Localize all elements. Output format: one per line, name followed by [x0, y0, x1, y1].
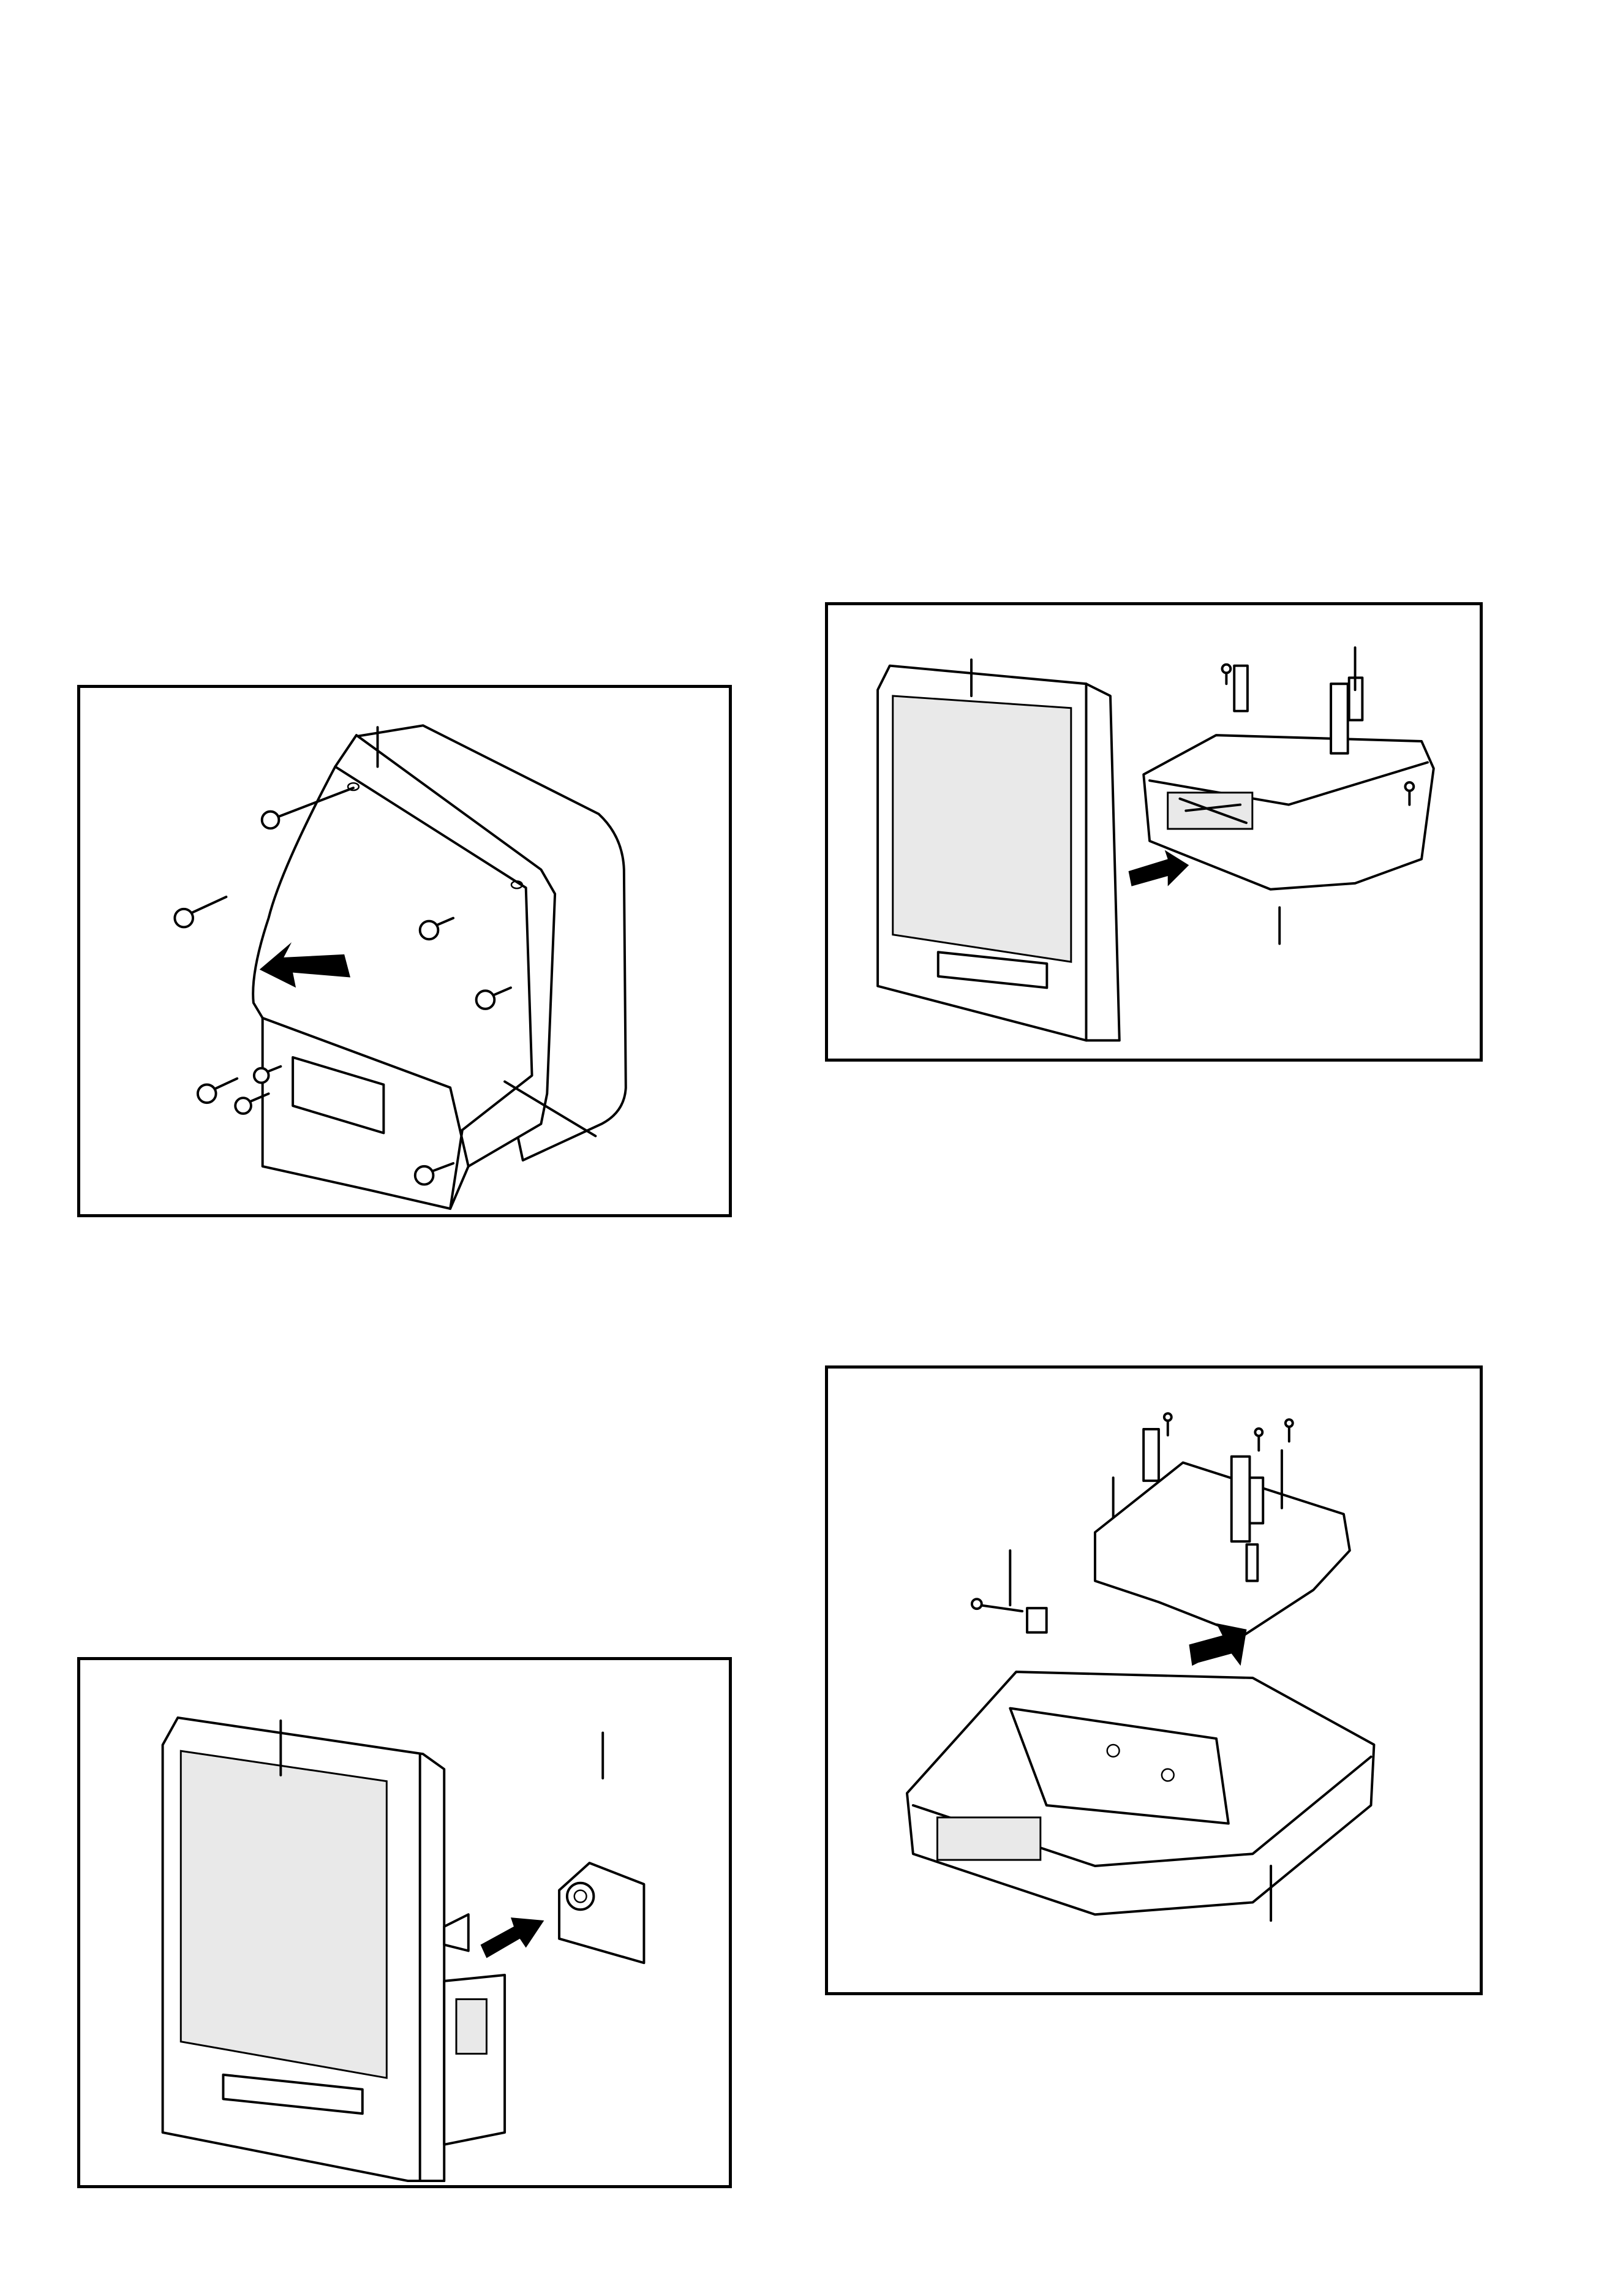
board-bracket — [1026, 1607, 1048, 1634]
chassis-hole — [1106, 1743, 1120, 1758]
chassis-frame — [905, 1671, 1376, 1916]
direction-arrow-icon — [480, 1917, 544, 1958]
screw-icon — [418, 916, 455, 941]
screw-icon — [475, 986, 512, 1010]
chassis-plate — [1009, 1707, 1230, 1825]
crt-board — [558, 1862, 646, 1965]
control-panel — [222, 2073, 364, 2115]
control-panel — [936, 951, 1049, 989]
chassis-hole — [1161, 1768, 1175, 1782]
crt-neck — [443, 1913, 470, 1952]
screw-hole — [510, 880, 523, 889]
screw-icon — [1254, 1427, 1264, 1452]
cover-opening — [292, 1056, 385, 1135]
cover-edge — [334, 765, 533, 1210]
screw-icon — [252, 1065, 282, 1084]
chassis-tray — [1148, 761, 1429, 806]
direction-arrow-icon — [259, 942, 351, 988]
cover-lower-step — [261, 1016, 470, 1168]
crt-screen — [179, 1750, 388, 2079]
screw-icon — [1404, 781, 1415, 806]
direction-arrow-icon — [1128, 850, 1189, 886]
screw-icon — [413, 1161, 455, 1186]
screw-hole — [347, 782, 360, 791]
board-connector — [1245, 1543, 1259, 1582]
screw-icon — [196, 1077, 239, 1105]
chassis-detail — [1178, 797, 1248, 825]
screw-icon — [970, 1598, 1024, 1613]
screw-icon — [1162, 1412, 1173, 1437]
screw-icon — [173, 896, 228, 929]
back-cabinet-drawing — [173, 724, 627, 1210]
screw-icon — [234, 1092, 270, 1115]
board-connector — [1330, 682, 1349, 755]
figure-back-cabinet-removal — [77, 685, 732, 1217]
crt-screen — [892, 695, 1072, 963]
board-connector — [1248, 1476, 1265, 1525]
chassis-frame — [1142, 734, 1435, 891]
deck-mechanism — [936, 1816, 1042, 1861]
screw-icon — [1284, 1418, 1294, 1443]
main-board-removal-drawing — [905, 1412, 1376, 1922]
crt-socket-inner — [573, 1889, 587, 1903]
screw-icon — [260, 787, 355, 830]
figure-crt-board-removal — [77, 1657, 732, 2188]
chassis-removal-drawing — [876, 646, 1435, 1042]
flyback-transformer — [455, 1998, 488, 2055]
figure-main-board-removal — [825, 1365, 1483, 1995]
crt-board-removal-drawing — [161, 1716, 646, 2183]
board-connector — [1233, 664, 1249, 712]
callout-leader — [503, 1080, 597, 1138]
screw-icon — [1221, 663, 1232, 685]
crt-socket — [565, 1881, 595, 1911]
board-connector — [1230, 1455, 1251, 1543]
board-connector — [1142, 1428, 1160, 1482]
main-board — [1093, 1461, 1351, 1637]
direction-arrow-icon — [1189, 1623, 1247, 1666]
figure-chassis-removal — [825, 602, 1483, 1062]
